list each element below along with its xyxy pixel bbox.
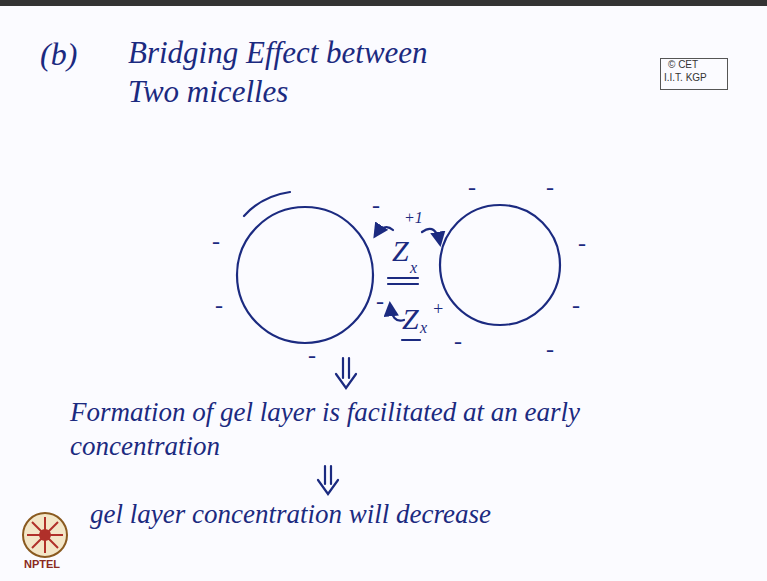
implies-arrow <box>318 466 338 494</box>
ion-arrow <box>375 227 393 236</box>
charge-sign: - <box>215 290 223 320</box>
ion-arrow <box>390 304 404 321</box>
ion-subscript: x <box>410 258 417 278</box>
charge-sign: - <box>468 172 476 202</box>
copyright-stamp: © CET <box>668 59 698 72</box>
note-text: Formation of gel layer is facilitated at… <box>70 396 630 464</box>
ion-subscript: x <box>420 318 427 338</box>
underline <box>402 339 420 341</box>
copyright-stamp: I.I.T. KGP <box>664 72 707 85</box>
micelle-circle <box>440 205 560 325</box>
charge-sign: - <box>308 340 316 370</box>
charge-sign: - <box>372 190 380 220</box>
charge-sign: - <box>376 286 384 316</box>
top-edge <box>0 0 767 6</box>
nptel-logo <box>23 513 67 557</box>
charge-sign: - <box>572 290 580 320</box>
ion-charge: +1 <box>404 208 423 228</box>
slide-title: Bridging Effect between Two micelles <box>128 34 473 112</box>
charge-sign: - <box>578 228 586 258</box>
ion-arrow <box>422 229 440 244</box>
logo-text: NPTEL <box>24 558 60 572</box>
charge-sign: - <box>212 226 220 256</box>
ion-charge: + <box>432 298 444 321</box>
charge-sign: - <box>454 326 462 356</box>
part-label: (b) <box>40 34 77 74</box>
ion-symbol: Z <box>402 300 419 338</box>
charge-sign: - <box>546 334 554 364</box>
ion-symbol: Z <box>392 232 409 270</box>
implies-arrow <box>336 358 356 388</box>
stroke-mark <box>244 192 290 216</box>
note-text: gel layer concentration will decrease <box>90 498 560 532</box>
micelle-circle <box>237 207 373 343</box>
underline <box>388 278 418 284</box>
charge-sign: - <box>546 172 554 202</box>
